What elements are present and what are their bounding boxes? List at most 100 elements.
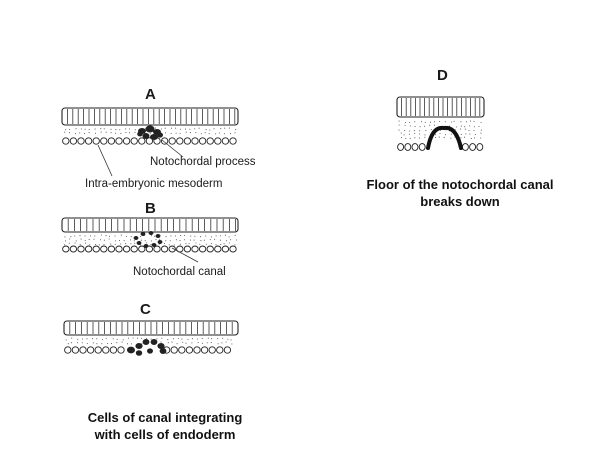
notochord-cell (136, 241, 142, 245)
mesoderm-dot (114, 243, 116, 245)
endoderm-cell (117, 346, 125, 354)
process-leader-line (161, 139, 184, 158)
mesoderm-dot (164, 132, 167, 134)
endoderm-cell (84, 137, 93, 145)
mesoderm-dot (176, 343, 178, 345)
endoderm-cell (64, 346, 72, 354)
mesoderm-dot (230, 239, 232, 241)
mesoderm-dot (473, 137, 476, 139)
mesoderm-dot (65, 339, 67, 341)
panel-a-section (61, 107, 239, 145)
mesoderm-dot (149, 133, 151, 135)
mesoderm-dot (408, 133, 410, 135)
mesoderm-dot (210, 242, 212, 245)
endoderm-cell (183, 245, 192, 253)
mesoderm-dot (128, 128, 131, 130)
mesoderm-dot (159, 238, 161, 240)
endoderm-cell (84, 245, 93, 253)
mesoderm-dot (98, 244, 100, 246)
endoderm-cell (176, 137, 184, 145)
mesoderm-dot (68, 132, 71, 134)
panel-b-section (61, 217, 239, 253)
mesoderm-dot (234, 234, 236, 236)
mesoderm-dot (205, 129, 207, 131)
mesoderm-dot (115, 240, 117, 242)
endoderm-cell (223, 346, 232, 354)
endoderm-cell (153, 245, 161, 253)
notochord-cell (142, 133, 150, 139)
mesoderm-dot (116, 342, 118, 344)
endoderm-cell (86, 346, 95, 354)
panel-d-section (396, 96, 485, 151)
mesoderm-dot (460, 125, 462, 127)
mesoderm-dot (199, 236, 202, 238)
endoderm-cell (183, 137, 192, 145)
notochord-cell (157, 132, 163, 138)
mesoderm-dot (404, 129, 406, 132)
mesoderm-dot (185, 131, 187, 133)
mesoderm-dot (168, 244, 170, 246)
endoderm-cell (168, 245, 176, 253)
mesoderm-dot (435, 134, 437, 136)
mesoderm-dot (101, 338, 103, 341)
mesoderm-dot (453, 120, 455, 122)
mesoderm-dot (404, 124, 406, 126)
endoderm-cell (79, 346, 87, 354)
caption-panel-d: Floor of the notochordal canal breaks do… (350, 176, 570, 210)
endoderm-cell (100, 137, 108, 145)
mesoderm-dot (94, 132, 97, 134)
mesoderm-dot (165, 236, 167, 238)
mesoderm-dot (107, 342, 109, 345)
mesoderm-dot (130, 236, 132, 238)
mesoderm-dot (219, 235, 222, 237)
mesoderm-leader-line (97, 144, 113, 177)
mesoderm-dot (193, 239, 195, 241)
mesoderm-dot (103, 243, 105, 246)
mesoderm-dot (223, 243, 225, 245)
notochord-cell (150, 339, 158, 345)
mesoderm-dot (206, 342, 208, 344)
mesoderm-dot (398, 120, 400, 122)
mesoderm-dot (125, 128, 127, 130)
endoderm-cell (160, 245, 169, 253)
endoderm-cell (214, 137, 222, 145)
mesoderm-dot (119, 129, 121, 131)
mesoderm-dot (94, 128, 96, 130)
mesoderm-dot (195, 242, 197, 244)
endoderm-cell (191, 137, 199, 145)
mesoderm-dot (132, 337, 134, 339)
endoderm-cell (198, 137, 207, 145)
notochord-cell (127, 346, 135, 354)
mesoderm-dot (478, 125, 480, 128)
endoderm-cell (170, 346, 178, 354)
mesoderm-dot (150, 338, 152, 340)
panel-c-section (63, 320, 239, 356)
mesoderm-dot (211, 338, 213, 340)
mesoderm-dot (154, 235, 156, 237)
mesoderm-dot (405, 137, 407, 139)
mesoderm-dot (409, 121, 411, 124)
mesoderm-dot (424, 136, 426, 138)
mesoderm-dot (231, 343, 233, 345)
mesoderm-dot (134, 131, 136, 133)
mesoderm-dot (215, 235, 217, 237)
mesoderm-dot (71, 337, 73, 339)
endoderm-cell (178, 346, 186, 354)
mesoderm-dot (224, 234, 226, 236)
notochord-cell (133, 236, 139, 240)
mesoderm-dot (80, 128, 82, 130)
endoderm-cell (461, 143, 469, 151)
mesoderm-dot (75, 128, 77, 130)
mesoderm-dot (115, 129, 117, 131)
mesoderm-dot (465, 121, 468, 123)
endoderm-cell (69, 137, 78, 145)
mesoderm-dot (197, 338, 199, 340)
mesoderm-dot (480, 129, 482, 131)
mesoderm-dot (435, 137, 437, 139)
mesoderm-dot (228, 236, 230, 238)
mesoderm-dot (150, 240, 152, 242)
mesoderm-dot (439, 120, 441, 123)
mesoderm-dot (134, 129, 136, 131)
mesoderm-dot (105, 337, 107, 339)
mesoderm-dot (96, 338, 98, 340)
